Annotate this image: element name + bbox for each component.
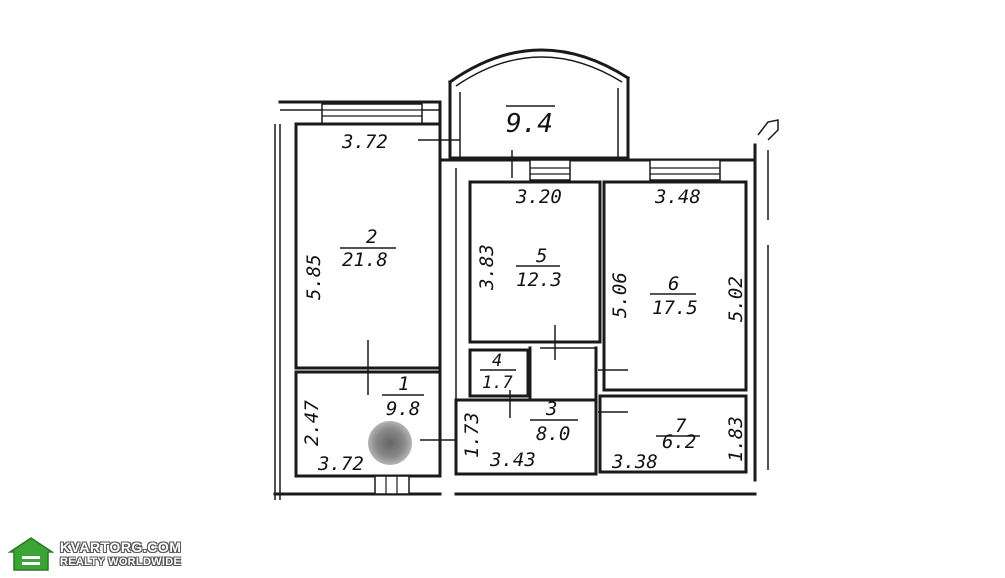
room2-height-label: 5.85 [303,254,325,300]
room7-id-label: 7 [675,415,687,437]
room-4 [468,348,530,398]
window-room5 [529,159,571,181]
room2-area-label: 21.8 [342,249,388,271]
room6-area-label: 17.5 [652,297,698,319]
hall-width-label: 3.72 [317,453,364,475]
room6-width-label: 3.48 [654,186,701,208]
balcony-area-label: 9.4 [506,109,553,139]
corridor-height-label: 1.73 [461,412,483,458]
room5-area-label: 12.3 [516,269,562,291]
room7-area-label: 6.2 [662,431,696,453]
corridor-width-label: 3.43 [489,449,536,471]
room4-area-label: 1.7 [482,373,513,393]
watermark-name: KVARTORG.COM [60,539,182,555]
room4-id-label: 4 [492,351,502,371]
room5-height-label: 3.83 [476,244,498,291]
hall-height-label: 2.47 [301,400,323,446]
room1-id-label: 1 [398,373,409,395]
room1-area-label: 9.8 [386,398,420,420]
blurred-mark [368,421,412,465]
room2-id-label: 2 [366,226,377,248]
room-7 [598,394,748,474]
room5-width-label: 3.20 [515,186,562,208]
watermark: KVARTORG.COM REALTY WORLDWIDE [8,536,181,572]
window-room6 [649,159,721,181]
balcony-arc [447,48,631,85]
room7-width-label: 3.38 [611,451,658,473]
entrance-door [374,475,410,495]
room3-area-label: 8.0 [536,423,570,445]
room6-id-label: 6 [668,273,679,295]
room6-left-height-label: 5.06 [609,272,631,318]
window-room2 [321,103,423,125]
room2-width-label: 3.72 [341,131,388,153]
room5-id-label: 5 [536,245,547,267]
room-5 [468,180,602,344]
room3-id-label: 3 [545,398,557,420]
balcony-arc-inner [455,56,623,87]
room6-right-height-label: 5.02 [725,276,747,322]
room7-height-label: 1.83 [725,416,747,462]
house-logo-icon [8,537,54,571]
watermark-tagline: REALTY WORLDWIDE [60,556,182,568]
room-6 [602,180,748,392]
